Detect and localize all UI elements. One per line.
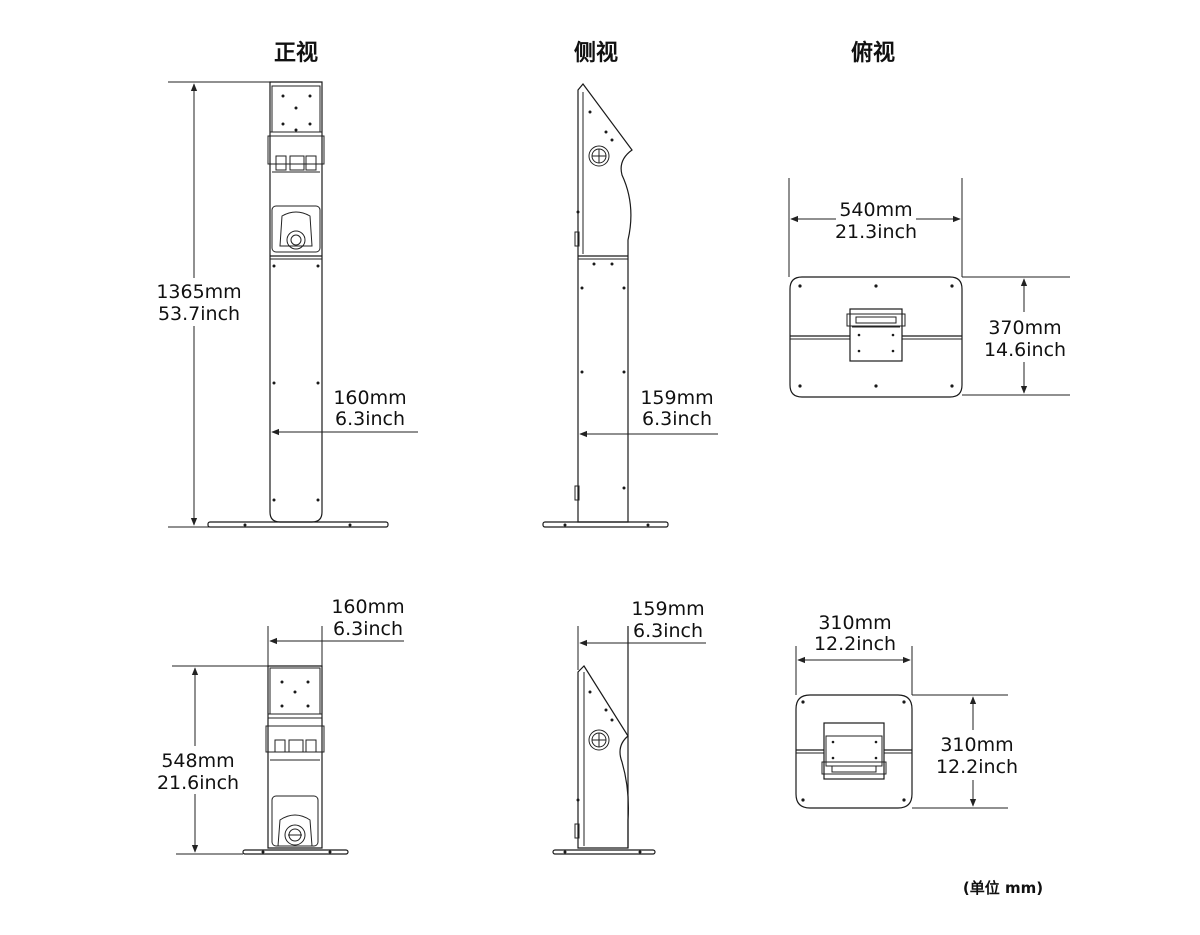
tall-side-width-mm: 159mm [640,387,713,409]
tall-top-depth-dimension: 370mm 14.6inch [962,276,1070,396]
short-side-width-mm: 159mm [631,598,704,620]
short-top-depth-in: 12.2inch [936,756,1018,778]
short-top-width-in: 12.2inch [814,633,896,655]
short-side-width-in: 6.3inch [633,620,703,642]
short-height-dimension: 548mm 21.6inch [152,665,268,855]
tall-top-depth-in: 14.6inch [984,339,1066,361]
tall-top-width-in: 21.3inch [835,221,917,243]
short-front-width-in: 6.3inch [333,618,403,640]
short-top-width-dimension: 310mm 12.2inch [795,612,913,695]
short-top-depth-mm: 310mm [940,734,1013,756]
unit-note: (单位 mm) [963,879,1043,897]
short-height-in: 21.6inch [157,772,239,794]
top-view-heading: 俯视 [851,40,895,66]
tall-top-depth-mm: 370mm [988,317,1061,339]
tall-front-width-in: 6.3inch [335,408,405,430]
front-view-heading: 正视 [274,40,318,66]
tall-side-width-dimension: 159mm 6.3inch [579,387,718,438]
tall-height-mm: 1365mm [156,281,241,303]
tall-side-width-in: 6.3inch [642,408,712,430]
tall-front-view [207,81,389,528]
short-side-width-dimension: 159mm 6.3inch [577,598,706,670]
tall-front-width-dimension: 160mm 6.3inch [271,387,418,436]
short-top-depth-dimension: 310mm 12.2inch [912,694,1022,809]
short-side-view [552,626,656,855]
tall-side-view [542,83,669,528]
short-front-view [242,665,349,855]
tall-top-width-dimension: 540mm 21.3inch [788,178,963,277]
tall-top-width-mm: 540mm [839,199,912,221]
tall-top-view [789,276,963,398]
short-top-view [795,694,913,809]
tall-height-dimension: 1365mm 53.7inch [150,81,270,528]
tall-height-in: 53.7inch [158,303,240,325]
short-front-width-mm: 160mm [331,596,404,618]
short-height-mm: 548mm [161,750,234,772]
short-front-width-dimension: 160mm 6.3inch [267,596,405,666]
short-top-width-mm: 310mm [818,612,891,634]
side-view-heading: 侧视 [574,40,618,66]
tall-front-width-mm: 160mm [333,387,406,409]
